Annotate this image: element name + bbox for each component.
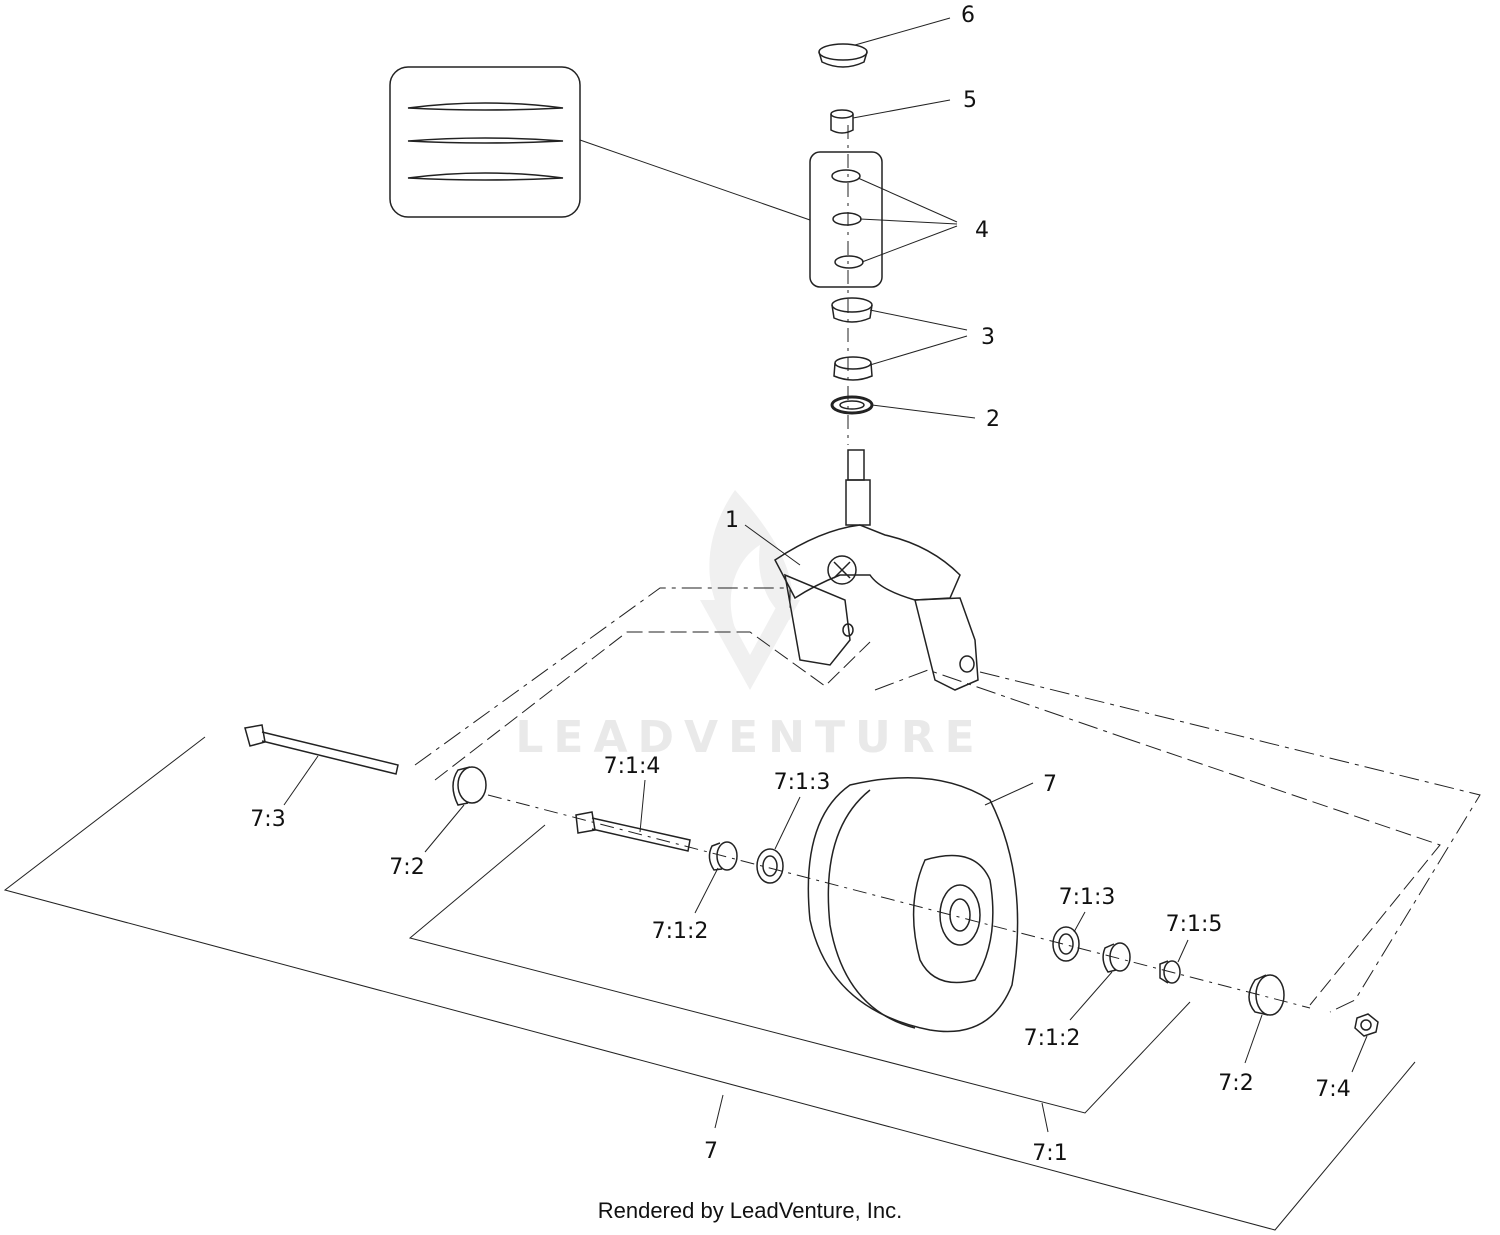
leader-7-1-4 xyxy=(639,779,646,833)
leader-7-1-2-right xyxy=(1069,971,1113,1021)
nut-part xyxy=(830,109,854,134)
wheel-tire-part xyxy=(807,777,1019,1033)
bearing-cup-right-part xyxy=(1052,926,1080,962)
spacer-left-part xyxy=(452,766,487,806)
callout-7-1-3-right: 7:1:3 xyxy=(1059,885,1116,910)
washer-1 xyxy=(831,169,861,183)
tapered-bearing-upper xyxy=(831,297,873,323)
callout-1: 1 xyxy=(725,508,739,533)
axle-bolt-part xyxy=(244,724,399,775)
leader-7-1-3-left xyxy=(774,796,801,850)
wheel-axle-line xyxy=(487,794,1311,1009)
leader-5 xyxy=(852,99,951,119)
detail-washer-top xyxy=(407,102,564,111)
callout-7-2-left: 7:2 xyxy=(389,855,424,880)
callout-6: 6 xyxy=(961,3,975,28)
leader-3b xyxy=(869,335,968,366)
fork-dash-inner-left xyxy=(434,631,871,781)
bearing-cup-left-part xyxy=(756,848,784,884)
watermark-text: LEADVENTURE xyxy=(515,712,984,763)
leader-7-1-5 xyxy=(1177,939,1189,963)
callout-7-1-2-right: 7:1:2 xyxy=(1024,1026,1081,1051)
callout-7-1-2-left: 7:1:2 xyxy=(652,919,709,944)
spacer-right-part xyxy=(1248,974,1285,1016)
axle-sleeve-part xyxy=(575,811,691,852)
callout-7-assembly: 7 xyxy=(704,1139,718,1164)
leader-4b xyxy=(859,218,958,225)
cone-bearing-left-part xyxy=(708,841,738,871)
leader-7-1-3-right xyxy=(1073,911,1086,933)
washer-2 xyxy=(832,212,862,226)
assembly-7-outline xyxy=(3,736,1416,1231)
callout-7-1-5: 7:1:5 xyxy=(1166,912,1223,937)
leader-4c xyxy=(861,225,958,263)
fork-dash-inner-right xyxy=(1124,737,1441,1006)
detail-washer-middle xyxy=(407,137,564,144)
short-spacer-part xyxy=(1159,960,1181,984)
detail-washer-bottom xyxy=(407,172,564,181)
washer-3 xyxy=(834,255,864,269)
leader-3a xyxy=(869,309,968,331)
callout-7-wheel: 7 xyxy=(1043,772,1057,797)
callout-7-4: 7:4 xyxy=(1315,1077,1350,1102)
leader-7-2-right xyxy=(1244,1014,1263,1064)
leader-7-bottom xyxy=(714,1094,724,1129)
callout-2: 2 xyxy=(986,407,1000,432)
seal-part xyxy=(830,395,874,415)
callout-4: 4 xyxy=(975,218,989,243)
callout-7-2-right: 7:2 xyxy=(1218,1071,1253,1096)
assembly-7-1-outline xyxy=(408,824,1191,1114)
caster-fork-part xyxy=(774,449,979,691)
fork-dash-outline-left xyxy=(414,587,791,766)
tapered-bearing-lower xyxy=(833,356,873,381)
callout-7-3: 7:3 xyxy=(250,807,285,832)
leadventure-watermark: LEADVENTURE xyxy=(515,490,984,763)
callout-7-1-4: 7:1:4 xyxy=(604,754,661,779)
cone-bearing-right-part xyxy=(1102,942,1131,973)
leader-6 xyxy=(854,17,951,46)
leader-1 xyxy=(744,524,801,566)
dust-cap-part xyxy=(818,43,868,68)
leader-2 xyxy=(871,404,976,419)
leader-7-2-left xyxy=(424,804,465,853)
callout-5: 5 xyxy=(963,88,977,113)
leader-7-4 xyxy=(1351,1035,1368,1073)
callout-7-1-3-left: 7:1:3 xyxy=(774,770,831,795)
callout-7-1-assembly: 7:1 xyxy=(1032,1141,1067,1166)
washer-detail-box xyxy=(389,66,581,218)
rendered-by-footer: Rendered by LeadVenture, Inc. xyxy=(597,1198,903,1223)
leader-7-3 xyxy=(283,755,319,806)
leader-7-1-bottom xyxy=(1041,1102,1049,1133)
leader-7-top xyxy=(984,782,1034,806)
lock-nut-part xyxy=(1354,1013,1379,1037)
leader-4a xyxy=(857,177,958,223)
detail-leader-line xyxy=(579,139,811,221)
leader-7-1-2-left xyxy=(694,867,719,914)
callout-3: 3 xyxy=(981,325,995,350)
fork-dash-outline-right xyxy=(874,669,1481,1013)
